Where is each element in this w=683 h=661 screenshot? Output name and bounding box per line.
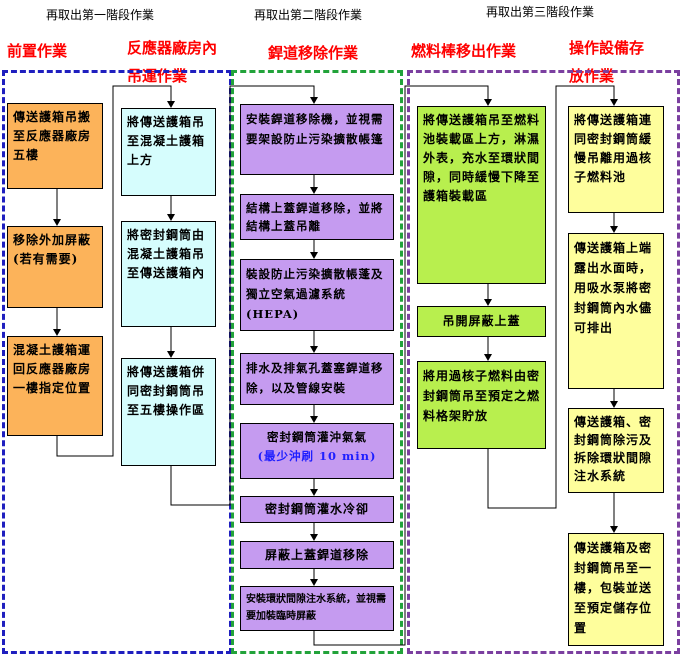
step-lift-cask-out-of-pool: 將傳送護箱連同密封鋼筒緩慢吊離用過核子燃料池 <box>568 106 664 213</box>
step-canister-gas-flush-label: 密封鋼筒灌沖氣氣 <box>267 430 367 444</box>
step-install-hepa-tent: 裝設防止污染擴散帳蓬及獨立空氣過濾系統(HEPA) <box>240 259 394 331</box>
flush-duration-note: (最少沖刷 10 min) <box>257 449 377 463</box>
step-move-cask-5f: 傳送護箱吊搬至反應器廠房五樓 <box>7 103 103 189</box>
step-return-concrete-cask: 混凝土護箱運回反應器廠房一樓指定位置 <box>7 336 103 436</box>
step-pump-out-water: 傳送護箱上端露出水面時，用吸水泵將密封鋼筒內水儘可排出 <box>568 233 664 389</box>
stage-3-frame <box>407 70 680 654</box>
step-decontaminate-remove-system: 傳送護箱、密封鋼筒除污及拆除環狀間隙注水系統 <box>568 408 664 493</box>
step-remove-structural-lid-weld: 結構上蓋銲道移除，並將結構上蓋吊離 <box>240 194 394 240</box>
step-lift-shield-lid: 吊開屏蔽上蓋 <box>417 306 546 337</box>
step-canister-water-cooling: 密封鋼筒灌水冷卻 <box>240 496 394 523</box>
section-fuel-title: 燃料棒移出作業 <box>411 42 517 60</box>
step-install-weld-removal-machine: 安裝銲道移除機，並視需要架設防止污染擴散帳篷 <box>240 104 394 175</box>
stage-3-heading: 再取出第三階段作業 <box>486 5 595 19</box>
section-removal-title: 銲道移除作業 <box>268 44 359 62</box>
step-transfer-fuel-to-rack: 將用過核子燃料由密封鋼筒吊至預定之燃料格架貯放 <box>417 361 546 449</box>
section-pre-title: 前置作業 <box>7 42 68 60</box>
step-lift-cask-to-pool: 將傳送護箱吊至燃料池裝載區上方，淋濕外表，充水至環狀間隙，同時緩慢下降至護箱裝載… <box>417 106 546 284</box>
stage-2-frame <box>231 70 403 654</box>
step-install-annulus-water-system: 安裝環狀間隙注水系統，並視需要加裝臨時屏蔽 <box>240 586 394 631</box>
step-canister-gas-flush: 密封鋼筒灌沖氣氣 (最少沖刷 10 min) <box>240 423 394 479</box>
stage-2-heading: 再取出第二階段作業 <box>254 8 363 22</box>
stage-1-heading: 再取出第一階段作業 <box>46 8 155 22</box>
step-ship-to-storage: 傳送護箱及密封鋼筒吊至一樓，包裝並送至預定儲存位置 <box>568 533 664 646</box>
step-canister-into-transfer: 將密封鋼筒由混凝土護箱吊至傳送護箱內 <box>121 221 216 327</box>
step-drain-vent-weld-removal: 排水及排氣孔蓋塞銲道移除，以及管線安裝 <box>240 353 394 405</box>
step-lift-cask-above: 將傳送護箱吊至混凝土護箱上方 <box>121 108 216 196</box>
step-lift-to-operating-area: 將傳送護箱併同密封鋼筒吊至五樓操作區 <box>121 358 216 466</box>
step-remove-shield: 移除外加屏蔽(若有需要) <box>7 226 103 308</box>
step-shield-lid-weld-removal: 屏蔽上蓋銲道移除 <box>240 541 394 569</box>
